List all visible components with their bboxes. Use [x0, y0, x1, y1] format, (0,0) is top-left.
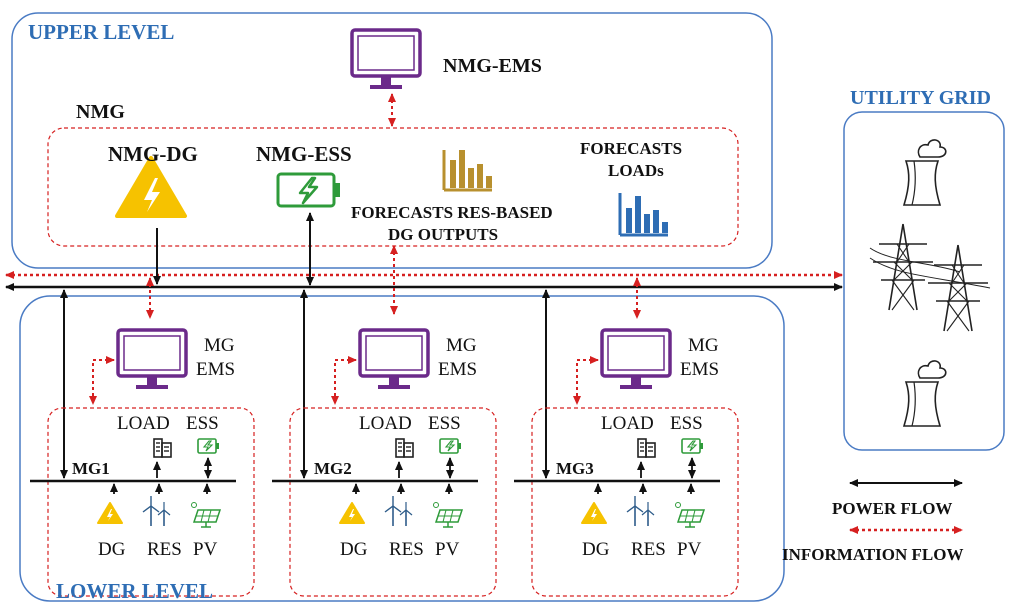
mg-ems-label-line2: EMS — [196, 359, 236, 380]
ess-battery-icon — [681, 438, 704, 454]
mg-ems-label-line2: EMS — [438, 359, 478, 380]
load-label: LOAD — [601, 413, 654, 434]
ess-label: ESS — [186, 413, 219, 434]
mg-ems-label-line1: MG — [204, 335, 235, 356]
mg-ems-monitor-icon — [358, 328, 430, 391]
res-label: RES — [147, 539, 182, 560]
upper-level-title: UPPER LEVEL — [28, 20, 175, 44]
forecast-res-label-line1: FORECASTS RES-BASED — [351, 203, 553, 222]
mg-ems-info-arrow — [331, 356, 357, 405]
legend-info-label: INFORMATION FLOW — [782, 545, 964, 564]
forecast-loads-chart-icon — [618, 193, 668, 237]
nmg-ess-label: NMG-ESS — [256, 142, 352, 166]
load-label: LOAD — [117, 413, 170, 434]
mg-ems-info-arrow — [89, 356, 115, 405]
wind-turbine-icon — [142, 495, 171, 527]
nmg-dg-warning-icon — [115, 156, 187, 218]
nmg-ems-monitor-icon — [350, 28, 422, 91]
wind-turbine-icon — [384, 495, 413, 527]
mg-ems-monitor-icon — [116, 328, 188, 391]
load-building-icon — [153, 438, 172, 458]
ess-battery-icon — [439, 438, 462, 454]
mg-box — [531, 407, 739, 597]
forecast-res-chart-icon — [442, 150, 492, 192]
load-label: LOAD — [359, 413, 412, 434]
utility-grid-title: UTILITY GRID — [850, 87, 991, 109]
dg-warning-icon — [97, 502, 123, 524]
solar-panel-icon — [674, 501, 705, 528]
pv-label: PV — [677, 539, 702, 560]
dg-label: DG — [582, 539, 610, 560]
transmission-tower-icon — [872, 223, 934, 311]
nmg-label: NMG — [76, 101, 125, 123]
solar-panel-icon — [432, 501, 463, 528]
mg-name-label: MG1 — [72, 459, 110, 478]
ess-battery-icon — [197, 438, 220, 454]
pv-label: PV — [435, 539, 460, 560]
ess-label: ESS — [428, 413, 461, 434]
mg-name-label: MG3 — [556, 459, 594, 478]
res-label: RES — [631, 539, 666, 560]
legend-power-label: POWER FLOW — [832, 499, 953, 518]
mg-box — [47, 407, 255, 597]
lower-level-box — [19, 295, 785, 602]
lower-level-title: LOWER LEVEL — [56, 579, 213, 603]
nmg-ess-battery-icon — [276, 172, 342, 208]
load-building-icon — [637, 438, 656, 458]
mg-ems-label-line1: MG — [446, 335, 477, 356]
power-plant-icon — [903, 360, 947, 427]
dg-label: DG — [98, 539, 126, 560]
nmg-dg-label: NMG-DG — [108, 142, 198, 166]
mg-ems-info-arrow — [573, 356, 599, 405]
utility-grid-box — [843, 111, 1005, 451]
pv-label: PV — [193, 539, 218, 560]
mg-name-label: MG2 — [314, 459, 352, 478]
forecast-loads-label-line1: FORECASTS — [580, 139, 683, 158]
forecast-res-label-line2: DG OUTPUTS — [388, 225, 499, 244]
transmission-tower-icon — [927, 244, 989, 332]
dg-warning-icon — [581, 502, 607, 524]
mg-box — [289, 407, 497, 597]
wind-turbine-icon — [626, 495, 655, 527]
mg-ems-monitor-icon — [600, 328, 672, 391]
ess-label: ESS — [670, 413, 703, 434]
load-building-icon — [395, 438, 414, 458]
dg-warning-icon — [339, 502, 365, 524]
forecast-loads-label-line2: LOADs — [608, 161, 664, 180]
power-plant-icon — [903, 139, 947, 206]
microgrid-groups — [30, 328, 739, 597]
power-lines-icon — [869, 247, 991, 289]
nmg-ems-label: NMG-EMS — [443, 55, 542, 77]
res-label: RES — [389, 539, 424, 560]
mg-ems-label-line1: MG — [688, 335, 719, 356]
mg-ems-label-line2: EMS — [680, 359, 720, 380]
solar-panel-icon — [190, 501, 221, 528]
dg-label: DG — [340, 539, 368, 560]
